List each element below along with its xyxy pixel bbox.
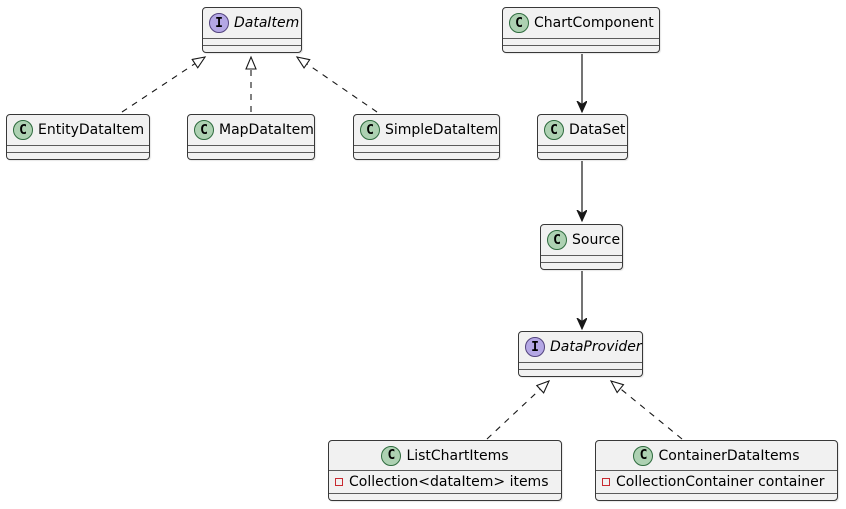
class-icon: C (360, 120, 380, 140)
field-text: CollectionContainer container (616, 474, 825, 491)
class-header: C EntityDataItem (7, 115, 149, 145)
class-box-mapdataitem: C MapDataItem (187, 114, 315, 160)
class-name: DataProvider (550, 339, 642, 355)
field-row: Collection<dataItem> items (329, 470, 561, 493)
methods-compartment (203, 45, 301, 52)
class-box-dataprovider: I DataProvider (518, 331, 643, 377)
class-box-listchartitems: C ListChartItems Collection<dataItem> it… (328, 440, 562, 501)
class-header: C ListChartItems (329, 441, 561, 470)
class-name: ChartComponent (534, 15, 654, 31)
fields-compartment (203, 38, 301, 45)
interface-icon: I (209, 13, 229, 33)
private-visibility-icon (602, 478, 610, 487)
class-header: C Source (541, 225, 622, 255)
class-icon: C (194, 120, 214, 140)
methods-compartment (329, 493, 561, 500)
class-icon: C (13, 120, 33, 140)
class-box-containerdataitems: C ContainerDataItems CollectionContainer… (595, 440, 838, 501)
class-name: ContainerDataItems (658, 447, 800, 464)
methods-compartment (541, 262, 622, 269)
fields-compartment (538, 145, 627, 152)
class-icon: C (381, 445, 402, 466)
class-icon: C (633, 445, 654, 466)
class-name: SimpleDataItem (385, 122, 499, 138)
field-text: Collection<dataItem> items (349, 474, 549, 491)
class-icon: C (544, 120, 564, 140)
fields-compartment (354, 145, 499, 152)
class-name: DataSet (569, 122, 626, 138)
fields-compartment (188, 145, 314, 152)
edge-entitydataitem-dataitem (121, 56, 207, 113)
methods-compartment (596, 493, 837, 500)
methods-compartment (354, 152, 499, 159)
field-row: CollectionContainer container (596, 470, 837, 493)
class-header: C ContainerDataItems (596, 441, 837, 470)
class-header: C MapDataItem (188, 115, 314, 145)
interface-icon: I (525, 337, 545, 357)
class-box-dataset: C DataSet (537, 114, 628, 160)
methods-compartment (188, 152, 314, 159)
class-header: I DataItem (203, 8, 301, 38)
class-header: C SimpleDataItem (354, 115, 499, 145)
class-box-simpledataitem: C SimpleDataItem (353, 114, 500, 160)
edge-listchartitems-dataprovider (486, 380, 551, 440)
fields-compartment (541, 255, 622, 262)
methods-compartment (519, 369, 642, 376)
private-visibility-icon (335, 478, 343, 487)
methods-compartment (503, 45, 659, 52)
edge-containerdataitems-dataprovider (609, 380, 683, 440)
fields-compartment (7, 145, 149, 152)
class-name: DataItem (234, 15, 300, 31)
class-name: ListChartItems (406, 447, 509, 464)
class-box-dataitem: I DataItem (202, 7, 302, 53)
fields-compartment (519, 362, 642, 369)
class-header: I DataProvider (519, 332, 642, 362)
methods-compartment (538, 152, 627, 159)
class-box-entitydataitem: C EntityDataItem (6, 114, 150, 160)
class-icon: C (509, 13, 529, 33)
class-box-source: C Source (540, 224, 623, 270)
class-header: C DataSet (538, 115, 627, 145)
fields-compartment (503, 38, 659, 45)
edge-simpledataitem-dataitem (295, 56, 378, 113)
methods-compartment (7, 152, 149, 159)
class-icon: C (547, 230, 567, 250)
class-header: C ChartComponent (503, 8, 659, 38)
class-name: MapDataItem (219, 122, 314, 138)
class-name: EntityDataItem (38, 122, 145, 138)
class-box-chartcomponent: C ChartComponent (502, 7, 660, 53)
class-name: Source (572, 232, 621, 248)
